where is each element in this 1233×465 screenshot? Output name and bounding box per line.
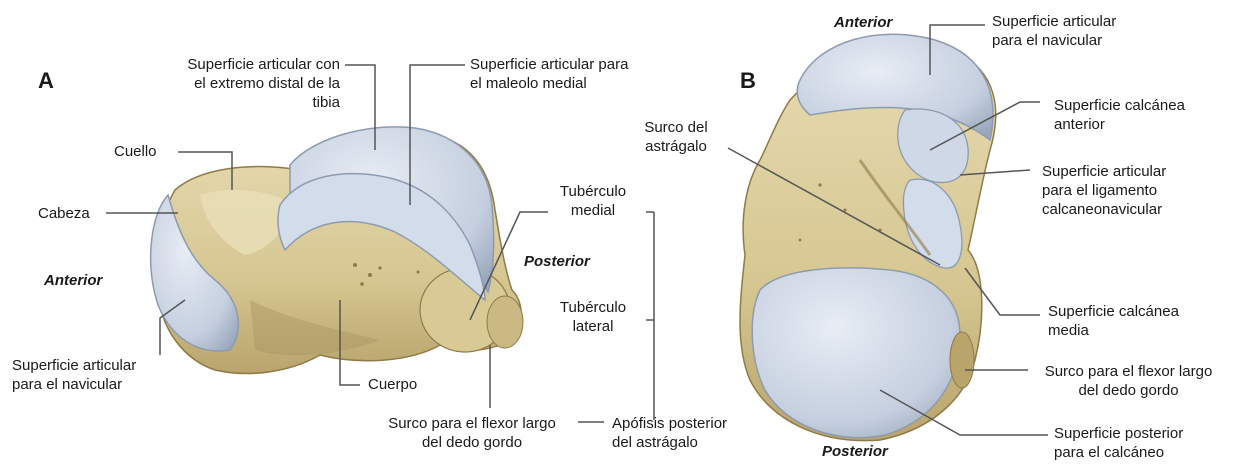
- label-calcanea-media: Superficie calcánea media: [1048, 302, 1179, 340]
- label-superficie-navicular-a: Superficie articular para el navicular: [12, 356, 136, 394]
- talus-a-lateral-tubercle-shape: [487, 296, 523, 348]
- label-superficie-navicular-b: Superficie articular para el navicular: [992, 12, 1116, 50]
- talus-a-bone: [151, 127, 523, 374]
- talus-b-bone: [740, 34, 996, 440]
- panel-b-letter: B: [740, 68, 756, 94]
- panel-a-anterior-label: Anterior: [44, 272, 102, 289]
- label-surco-astragalo: Surco del astrágalo: [628, 118, 724, 156]
- label-surco-flexor-a: Surco para el flexor largo del dedo gord…: [372, 414, 572, 452]
- label-ligamento: Superficie articular para el ligamento c…: [1042, 162, 1166, 219]
- label-cuello: Cuello: [114, 142, 157, 161]
- label-superficie-posterior: Superficie posterior para el calcáneo: [1054, 424, 1183, 462]
- label-calcanea-anterior: Superficie calcánea anterior: [1054, 96, 1185, 134]
- label-superficie-tibia: Superficie articular con el extremo dist…: [148, 55, 340, 112]
- label-cuerpo: Cuerpo: [368, 375, 417, 394]
- label-apofisis: Apófisis posterior del astrágalo: [612, 414, 727, 452]
- label-tuberculo-lateral: Tubérculo lateral: [548, 298, 638, 336]
- panel-b-posterior-label: Posterior: [822, 443, 888, 460]
- label-surco-flexor-b: Surco para el flexor largo del dedo gord…: [1026, 362, 1231, 400]
- panel-a-letter: A: [38, 68, 54, 94]
- label-tuberculo-medial: Tubérculo medial: [548, 182, 638, 220]
- label-superficie-maleolo: Superficie articular para el maleolo med…: [470, 55, 628, 93]
- panel-a-posterior-label: Posterior: [524, 253, 590, 270]
- panel-b-anterior-label: Anterior: [834, 14, 892, 31]
- label-cabeza: Cabeza: [38, 204, 90, 223]
